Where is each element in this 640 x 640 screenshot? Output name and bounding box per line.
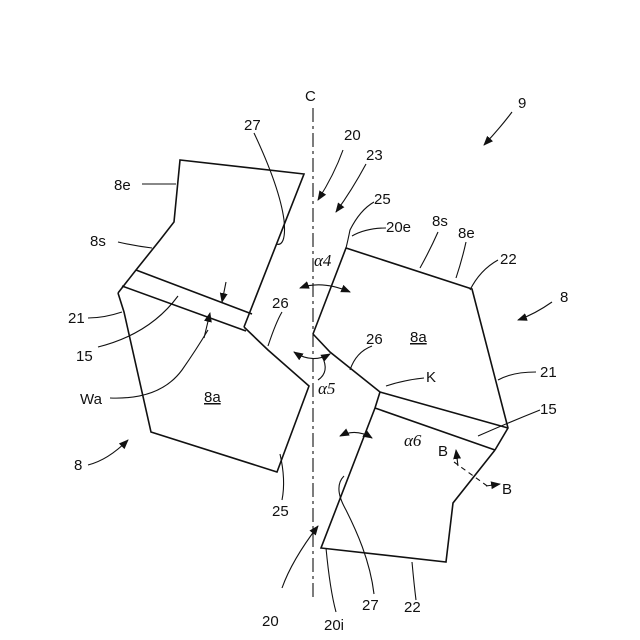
section-b-line — [454, 462, 490, 488]
label-15-right: 15 — [540, 401, 557, 418]
leader-21-left — [88, 312, 122, 318]
label-20e: 20e — [386, 219, 411, 236]
label-alpha4: α4 — [314, 251, 332, 270]
label-20-top: 20 — [344, 127, 361, 144]
label-20-bottom: 20 — [262, 613, 279, 630]
leader-20-top — [318, 150, 343, 200]
label-27-top: 27 — [244, 117, 261, 134]
label-8e-right: 8e — [458, 225, 475, 242]
label-27-bottom: 27 — [362, 597, 379, 614]
label-25-top: 25 — [374, 191, 391, 208]
section-b-arrow-2 — [486, 484, 500, 486]
label-8a-left: 8a — [204, 389, 221, 406]
wa-arrow-top — [222, 282, 226, 302]
angle-arc-alpha4 — [300, 285, 350, 292]
label-21-left: 21 — [68, 310, 85, 327]
label-20i: 20i — [324, 617, 344, 634]
leader-27-top — [254, 133, 285, 244]
leader-23 — [336, 164, 366, 212]
leader-8s-left — [118, 242, 152, 248]
label-k: K — [426, 369, 436, 386]
label-8-right: 8 — [560, 289, 568, 306]
label-9: 9 — [518, 95, 526, 112]
label-25-bottom: 25 — [272, 503, 289, 520]
label-8-left: 8 — [74, 457, 82, 474]
label-wa: Wa — [80, 391, 103, 408]
leader-20e — [352, 228, 386, 236]
leader-k — [386, 378, 424, 386]
label-26-left: 26 — [272, 295, 289, 312]
leader-20i — [326, 548, 336, 612]
label-21-right: 21 — [540, 364, 557, 381]
right-strip-15 — [375, 392, 508, 450]
label-23: 23 — [366, 147, 383, 164]
leader-9 — [484, 112, 512, 145]
leader-8s-right — [420, 232, 438, 268]
leader-22-top — [470, 260, 498, 290]
label-22-top: 22 — [500, 251, 517, 268]
leader-wa — [110, 330, 208, 398]
leader-8-right — [518, 302, 552, 320]
label-22-bottom: 22 — [404, 599, 421, 616]
label-alpha6: α6 — [404, 431, 422, 450]
left-strip-15 — [122, 270, 252, 331]
leader-26-right — [350, 346, 372, 370]
angle-arc-alpha5-tick — [318, 356, 325, 380]
angle-arc-alpha6 — [340, 432, 372, 438]
label-b-1: B — [438, 443, 448, 460]
leader-22-bottom — [412, 562, 416, 600]
label-b-2: B — [502, 481, 512, 498]
leader-15-left — [98, 296, 178, 347]
label-26-right: 26 — [366, 331, 383, 348]
label-8s-right: 8s — [432, 213, 448, 230]
angle-arc-alpha5 — [294, 352, 330, 359]
leader-21-right — [498, 372, 536, 380]
leader-27-bottom — [339, 476, 374, 594]
label-8s-left: 8s — [90, 233, 106, 250]
leader-25-top — [346, 202, 374, 248]
leader-26-left — [268, 312, 282, 346]
leader-8-left — [88, 440, 128, 465]
label-15-left: 15 — [76, 348, 93, 365]
label-8e-left: 8e — [114, 177, 131, 194]
leader-8e-right — [456, 242, 466, 278]
label-alpha5: α5 — [318, 379, 335, 398]
label-8a-right: 8a — [410, 329, 427, 346]
label-c: C — [305, 88, 316, 105]
